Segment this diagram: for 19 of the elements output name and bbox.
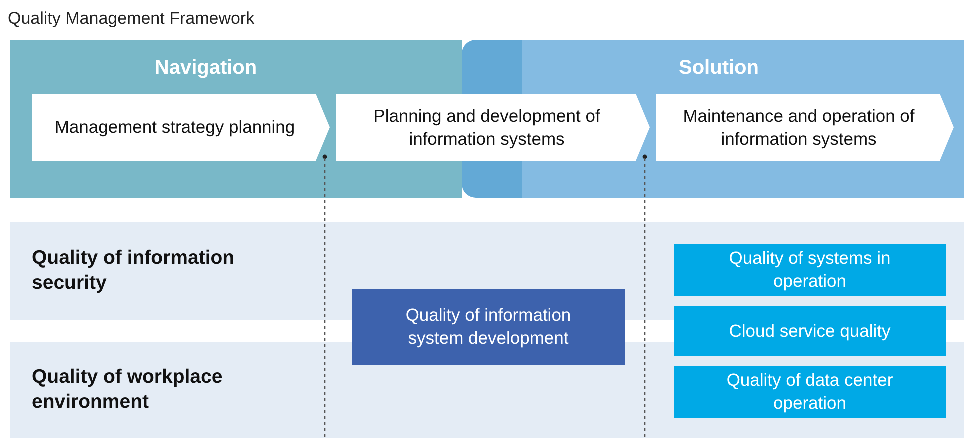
quality-box: [674, 244, 946, 296]
quality-box: [674, 366, 946, 418]
row-heading: Quality of information security: [32, 246, 236, 296]
box-label: Quality of information system development: [404, 304, 572, 350]
box-label: Cloud service quality: [729, 320, 891, 342]
quality-box: [674, 306, 946, 356]
chevron-step: [336, 94, 650, 161]
step-label: Planning and development of information systems: [372, 104, 602, 150]
band-heading: Navigation: [154, 56, 258, 81]
step-label: Management strategy planning: [54, 116, 296, 139]
box-label: Quality of systems in operation: [728, 247, 892, 293]
chevron-step: [656, 94, 954, 161]
quality-box: [352, 289, 625, 365]
box-label: Quality of data center operation: [726, 369, 894, 415]
row-heading: Quality of workplace environment: [32, 364, 224, 415]
chevron-step: [32, 94, 330, 161]
band-heading: Solution: [678, 56, 760, 81]
diagram-title: Quality Management Framework: [8, 9, 255, 29]
step-label: Maintenance and operation of information systems: [682, 104, 916, 150]
